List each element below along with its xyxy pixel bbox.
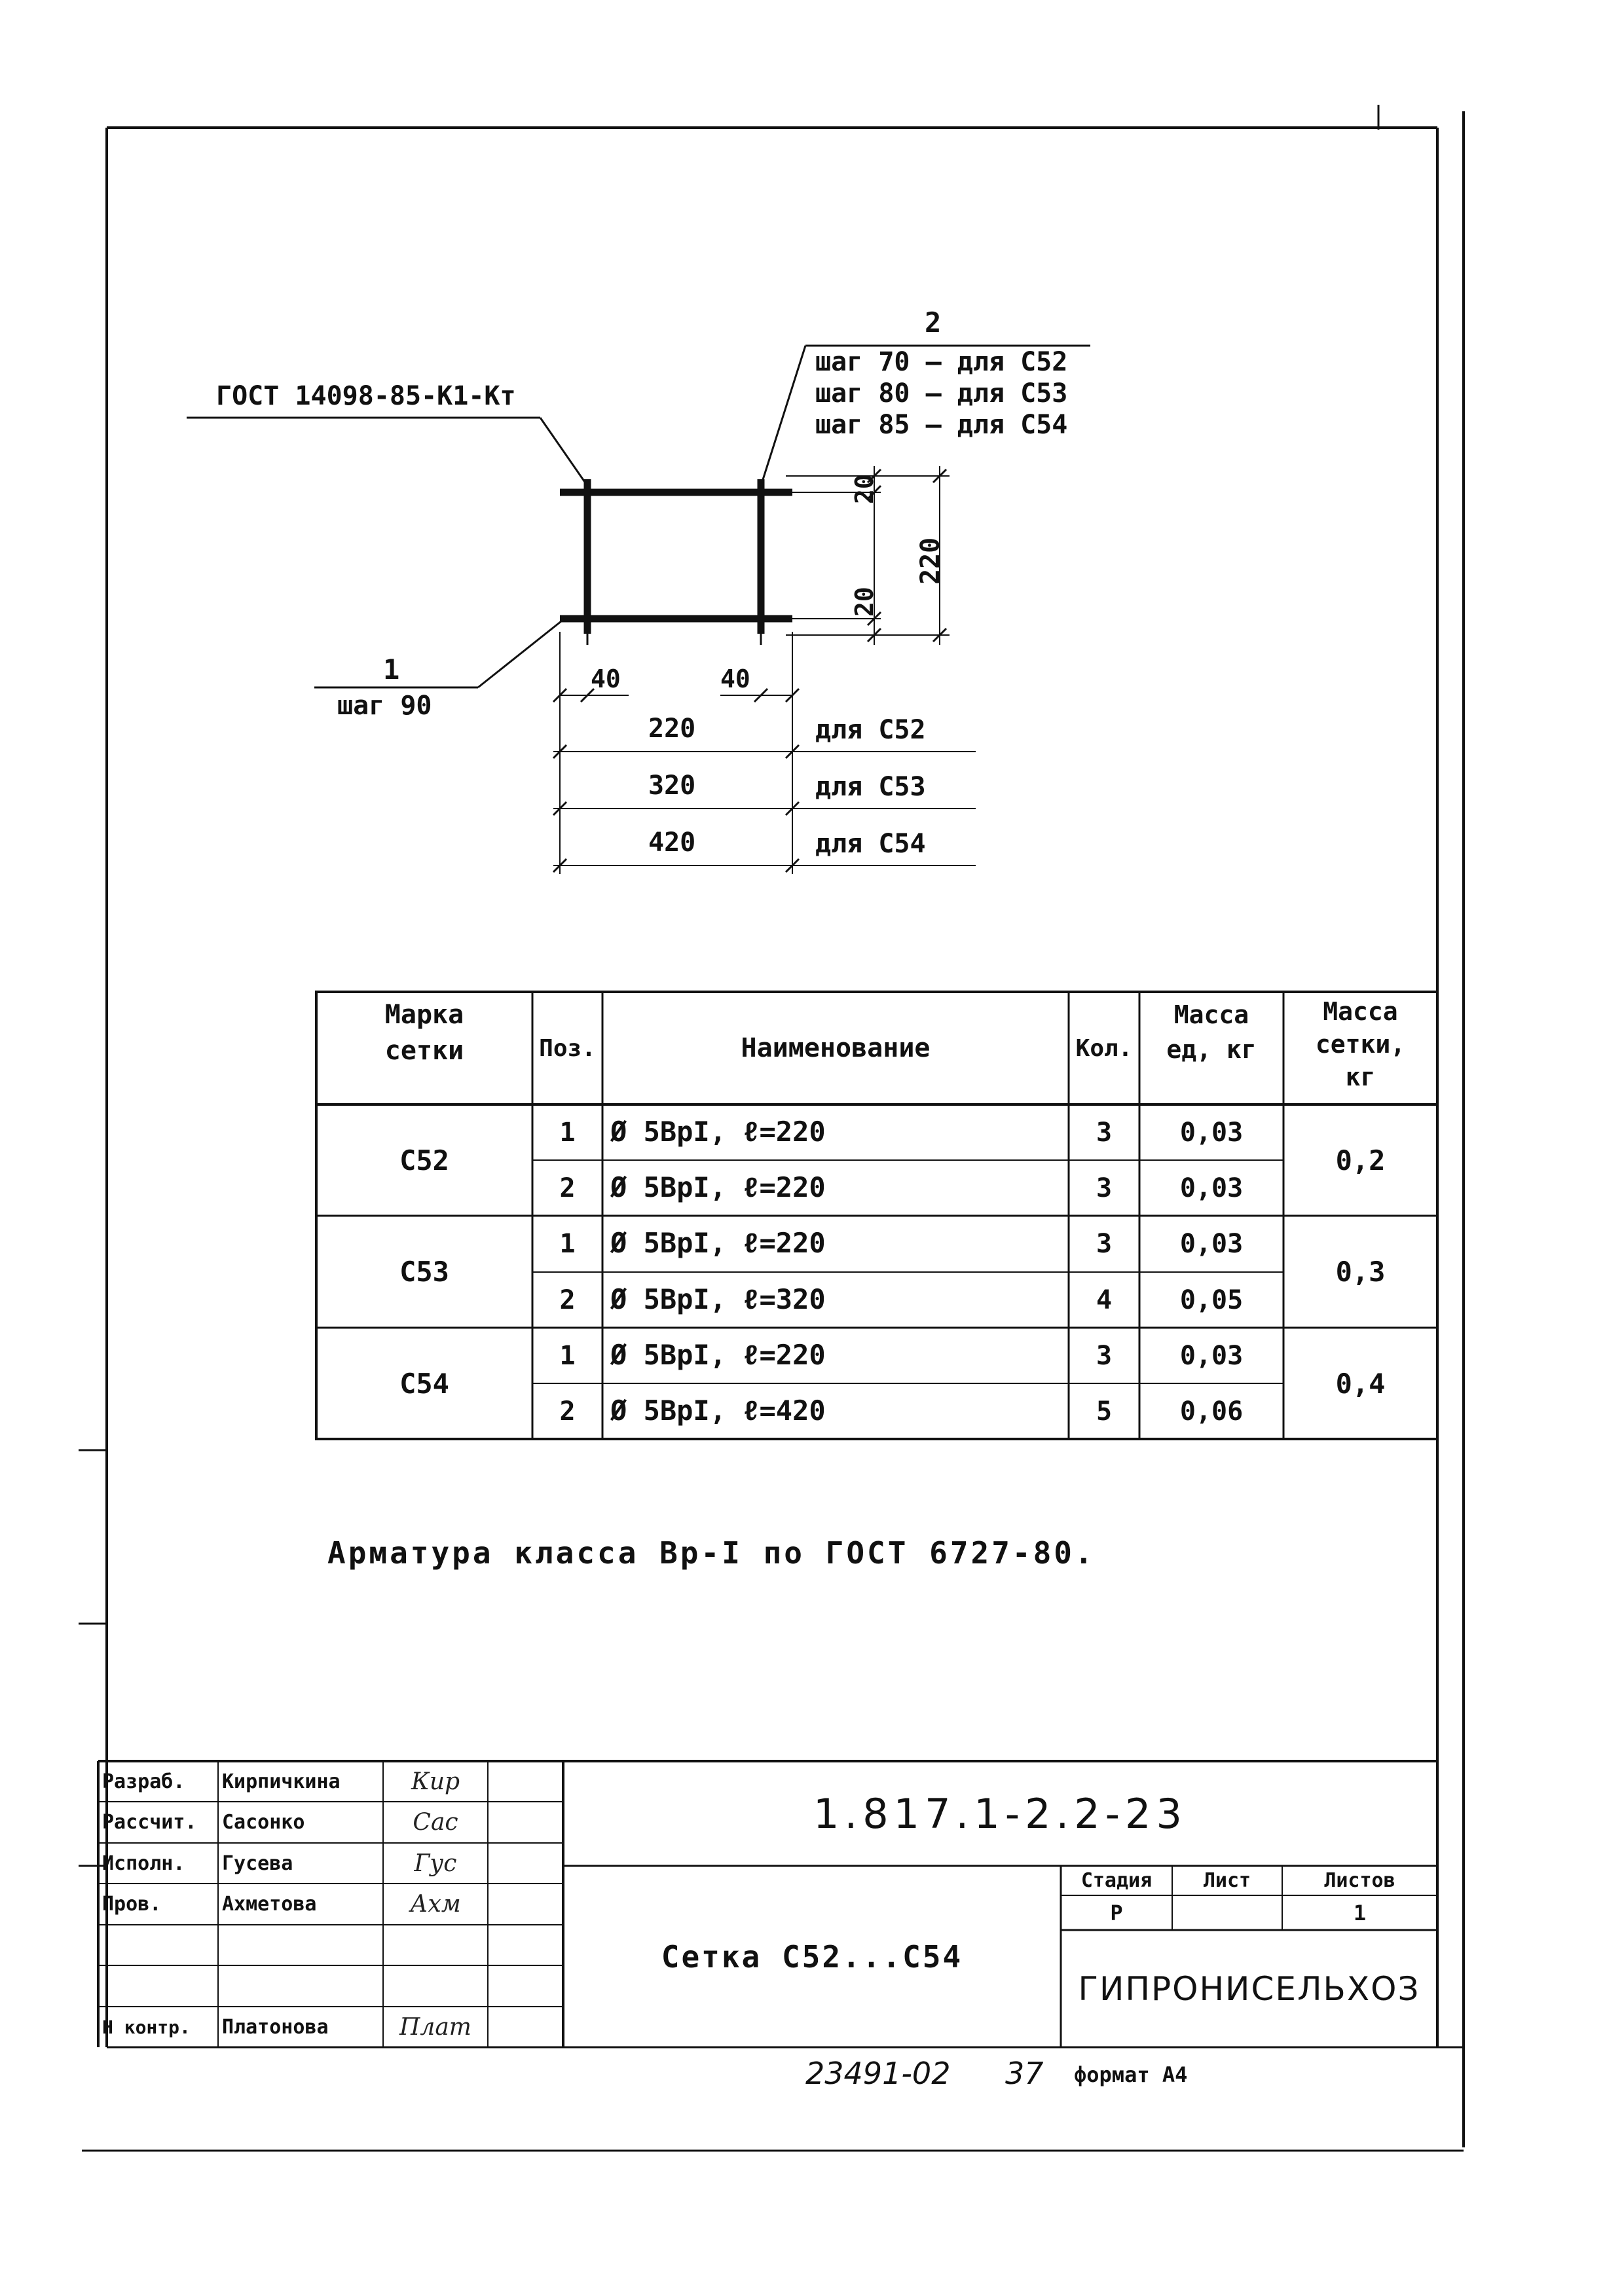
width-label: для С52 (815, 715, 926, 745)
callout-2-step-line: шаг 80 – для С53 (815, 378, 1068, 409)
person-name: Ахметова (222, 1893, 317, 1916)
row-mass: 0,03 (1179, 1173, 1244, 1203)
sheet-value (1172, 1895, 1282, 1930)
header-mass-mesh: сетки, (1315, 1030, 1406, 1059)
signature: Гус (414, 1850, 457, 1877)
row-qty: 3 (1096, 1340, 1113, 1371)
width-label: для С54 (815, 829, 926, 859)
gost-callout-label: ГОСТ 14098-85-К1-Кт (216, 381, 516, 411)
row-name: Ø 5ВрI, ℓ=420 (610, 1394, 826, 1427)
callout-2-step-line: шаг 70 – для С52 (815, 347, 1068, 377)
person-name: Кирпичкина (222, 1770, 341, 1793)
person-name: Гусева (222, 1851, 293, 1875)
header-mass-unit: ед, кг (1166, 1035, 1257, 1064)
drawing-title: Сетка С52...С54 (661, 1939, 963, 1975)
row-pos: 2 (559, 1285, 576, 1315)
header-mass-mesh: кг (1345, 1063, 1376, 1091)
width-value: 220 (648, 714, 696, 744)
row-qty: 3 (1096, 1229, 1113, 1259)
organization-name: ГИПРОНИСЕЛЬХОЗ (1078, 1969, 1420, 2008)
row-name: Ø 5ВрI, ℓ=320 (610, 1283, 826, 1315)
mesh-mass: 0,4 (1335, 1367, 1386, 1400)
page-number: 37 (1005, 2056, 1044, 2091)
callout-2-position: 2 (925, 306, 942, 338)
role-label: Рассчит. (102, 1811, 197, 1834)
row-name: Ø 5ВрI, ℓ=220 (610, 1227, 826, 1259)
header-qty: Кол. (1075, 1034, 1133, 1062)
person-name: Платонова (222, 2015, 329, 2039)
row-mass: 0,03 (1179, 1117, 1244, 1148)
header-pos: Поз. (539, 1034, 596, 1062)
callout-1-step: шаг 90 (337, 691, 432, 721)
mesh-mark: С52 (399, 1144, 449, 1176)
signature: Ахм (410, 1891, 461, 1918)
reinforcement-note: Арматура класса Вр-I по ГОСТ 6727-80. (327, 1535, 1096, 1571)
sheets-value: 1 (1353, 1900, 1367, 1925)
row-mass: 0,05 (1179, 1285, 1244, 1315)
callout-2-step-line: шаг 85 – для С54 (815, 410, 1068, 440)
sheet-format: формат А4 (1074, 2062, 1188, 2087)
row-qty: 4 (1096, 1285, 1113, 1315)
mesh-mass: 0,3 (1335, 1256, 1386, 1288)
sheets-label: Листов (1324, 1869, 1395, 1892)
dimension-20-bottom: 20 (850, 587, 879, 617)
row-pos: 1 (559, 1229, 576, 1259)
signature: Сас (413, 1809, 458, 1836)
row-mass: 0,03 (1179, 1229, 1244, 1259)
row-name: Ø 5ВрI, ℓ=220 (610, 1171, 826, 1203)
inventory-number: 23491-02 (805, 2056, 951, 2091)
width-label: для С53 (815, 772, 926, 802)
role-label: Пров. (102, 1893, 162, 1916)
row-qty: 3 (1096, 1117, 1113, 1148)
row-mass: 0,06 (1179, 1396, 1244, 1427)
role-label: Н контр. (102, 2016, 191, 2038)
row-qty: 5 (1096, 1396, 1113, 1427)
stage-label: Стадия (1080, 1869, 1153, 1892)
dimension-40-left: 40 (591, 665, 621, 693)
header-mark: Марка (384, 1000, 464, 1030)
dimension-220-vertical: 220 (915, 537, 946, 585)
signature: Кир (411, 1768, 460, 1795)
header-mass-mesh: Масса (1323, 997, 1398, 1026)
role-label: Разраб. (102, 1770, 185, 1793)
row-pos: 1 (559, 1340, 576, 1371)
header-mark: сетки (384, 1036, 464, 1066)
row-pos: 1 (559, 1117, 576, 1148)
header-mass-unit: Масса (1173, 1000, 1249, 1029)
stage-value: Р (1110, 1900, 1123, 1925)
callout-1-position: 1 (383, 653, 400, 685)
mesh-mark: С53 (399, 1256, 449, 1288)
width-value: 420 (648, 828, 696, 858)
row-qty: 3 (1096, 1173, 1113, 1203)
mesh-mass: 0,2 (1335, 1144, 1386, 1176)
dimension-40-right: 40 (720, 665, 750, 693)
row-name: Ø 5ВрI, ℓ=220 (610, 1338, 826, 1371)
dimension-20-top: 20 (850, 474, 879, 504)
signature: Плат (399, 2013, 471, 2041)
row-name: Ø 5ВрI, ℓ=220 (610, 1115, 826, 1148)
row-mass: 0,03 (1179, 1340, 1244, 1371)
row-pos: 2 (559, 1173, 576, 1203)
row-pos: 2 (559, 1396, 576, 1427)
document-number: 1.817.1-2.2-23 (813, 1789, 1187, 1838)
mesh-mark: С54 (399, 1367, 449, 1400)
sheet-label: Лист (1203, 1869, 1251, 1892)
person-name: Сасонко (222, 1811, 305, 1834)
role-label: Исполн. (102, 1851, 185, 1875)
width-value: 320 (648, 771, 696, 801)
header-name: Наименование (741, 1033, 931, 1063)
